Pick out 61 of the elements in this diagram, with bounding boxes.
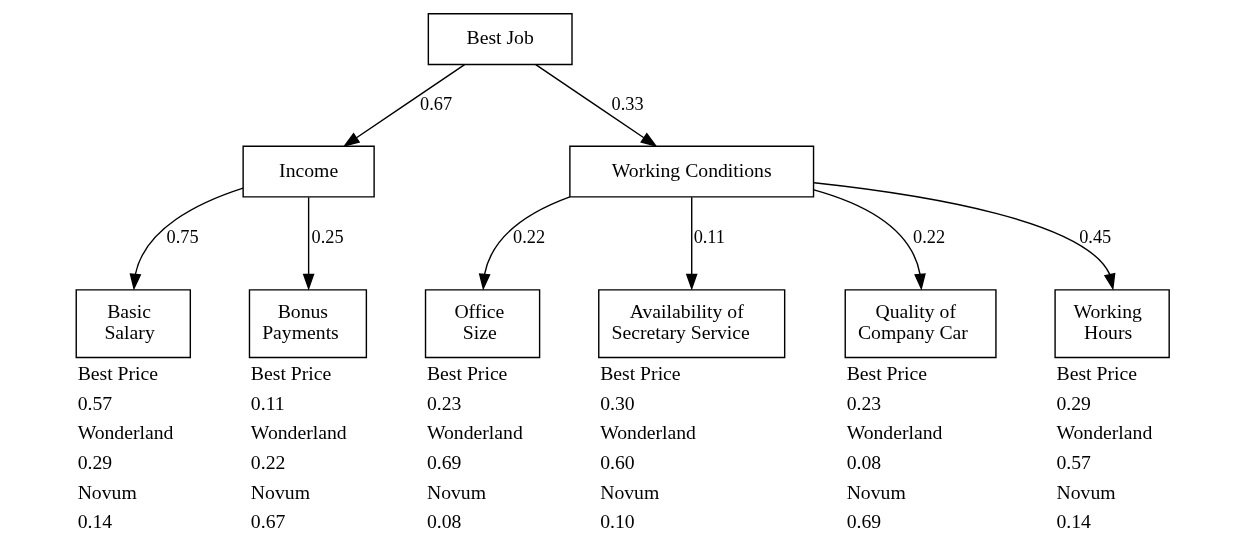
node-label: 0.22 xyxy=(250,451,286,474)
arrow xyxy=(535,63,658,147)
node-label: Best Price xyxy=(600,362,681,385)
node-label: Wonderland xyxy=(846,421,943,444)
edge-label: 0.22 xyxy=(513,226,546,247)
node-box: Availability of Secretary Service xyxy=(598,289,786,359)
node-label: Wonderland xyxy=(426,421,523,444)
edge-label: 0.25 xyxy=(311,226,344,247)
node-label: 0.29 xyxy=(1056,391,1091,414)
edge-label: 0.75 xyxy=(166,226,199,247)
node-label: 0.60 xyxy=(600,451,635,474)
node-label: 0.57 xyxy=(1056,451,1091,474)
edge-label: 0.67 xyxy=(420,94,453,115)
node-label: Best Price xyxy=(426,362,508,385)
node-label: Best Price xyxy=(1056,362,1137,385)
node-label: Novum xyxy=(600,480,660,503)
node-label: 0.08 xyxy=(426,510,462,533)
edge-label: 0.11 xyxy=(693,226,725,247)
node-label: 0.08 xyxy=(846,451,882,474)
node-label: Best Price xyxy=(250,362,332,385)
node-label: Novum xyxy=(77,480,137,503)
node-box: Best Job xyxy=(427,13,573,66)
arrow xyxy=(813,189,926,291)
node-label: 0.14 xyxy=(1056,510,1091,533)
arrow xyxy=(129,187,244,291)
node-label: Novum xyxy=(250,480,311,503)
node-box: Office Size xyxy=(424,289,541,359)
node-label: Best Price xyxy=(77,362,159,385)
node-label: Novum xyxy=(1056,480,1116,503)
node-label: 0.29 xyxy=(77,451,113,474)
edge-label: 0.45 xyxy=(1079,226,1112,247)
node-label: 0.69 xyxy=(426,451,462,474)
arrow xyxy=(478,196,571,291)
node-label: 0.14 xyxy=(77,510,113,533)
node-label: Wonderland xyxy=(600,421,696,444)
node-label: 0.23 xyxy=(426,391,462,414)
node-box: Quality of Company Car xyxy=(844,289,997,359)
arrow xyxy=(302,196,315,291)
node-label: 0.30 xyxy=(600,391,635,414)
node-label: Wonderland xyxy=(1056,421,1153,444)
edge-label: 0.33 xyxy=(611,94,644,115)
node-label: 0.69 xyxy=(846,510,882,533)
node-label: 0.57 xyxy=(77,391,113,414)
node-label: Novum xyxy=(426,480,487,503)
node-box: Working Hours xyxy=(1054,289,1170,359)
node-label: Best Price xyxy=(846,362,928,385)
node-label: Wonderland xyxy=(250,421,347,444)
node-label: 0.11 xyxy=(250,391,285,414)
node-box: Working Conditions xyxy=(569,145,815,198)
arrow xyxy=(685,196,698,291)
node-label: 0.10 xyxy=(600,510,635,533)
arrow xyxy=(342,63,466,147)
node-box: Basic Salary xyxy=(75,289,192,359)
edge-label: 0.22 xyxy=(913,226,946,247)
node-label: 0.23 xyxy=(846,391,882,414)
node-label: 0.67 xyxy=(250,510,286,533)
node-box: Income xyxy=(242,145,375,198)
node-label: Wonderland xyxy=(77,421,174,444)
node-box: Bonus Payments xyxy=(248,289,368,359)
arrow xyxy=(813,182,1116,291)
node-label: Novum xyxy=(846,480,906,503)
